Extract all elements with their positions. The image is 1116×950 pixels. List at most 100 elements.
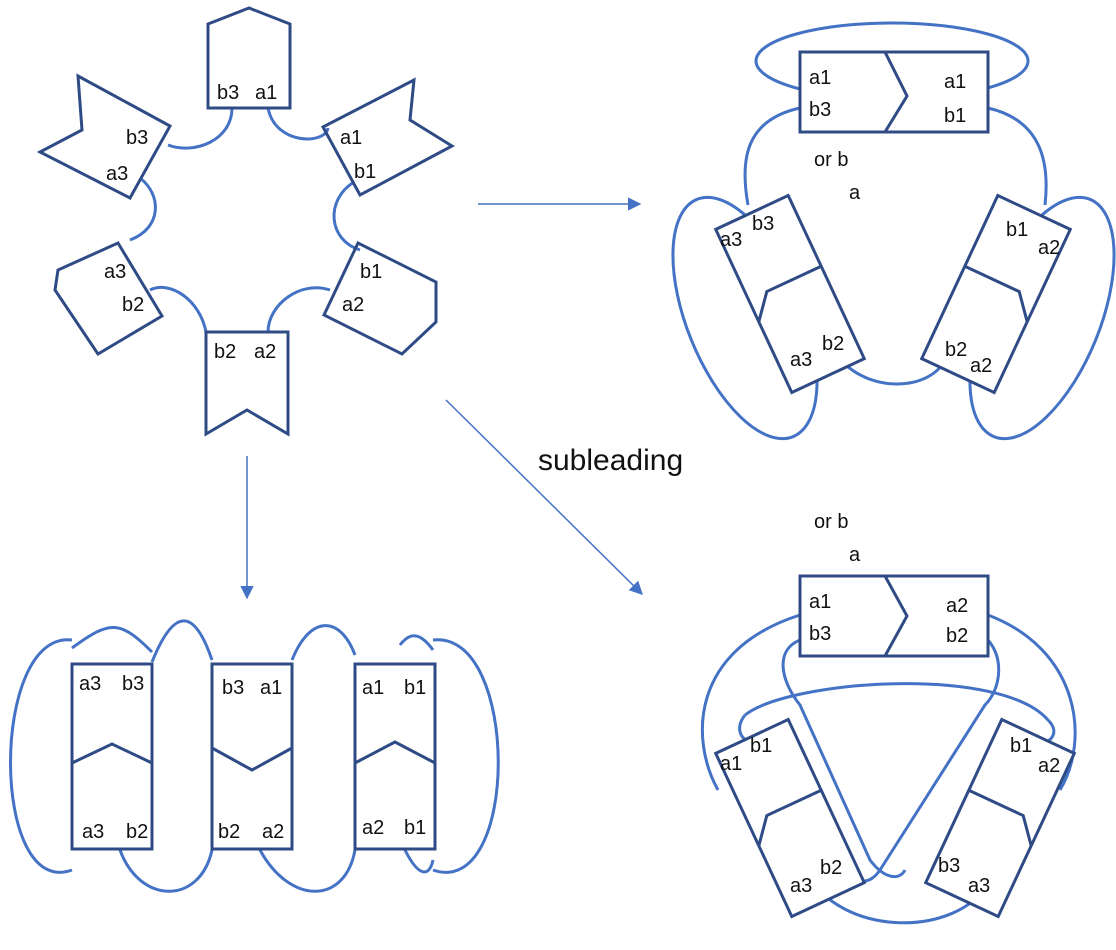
hex-ul-b: b3 bbox=[126, 127, 148, 149]
chain1-b3: b3 bbox=[122, 673, 144, 695]
sub-right-box bbox=[923, 717, 1077, 919]
chain2-b2: b2 bbox=[218, 821, 240, 843]
chain3-a2: a2 bbox=[362, 817, 384, 839]
hex-bottom-right: a2 bbox=[254, 341, 276, 363]
connector-upperright-lowerright bbox=[332, 180, 361, 252]
sub-top-a2: a2 bbox=[946, 595, 968, 617]
hexagon-pieces bbox=[36, 6, 456, 437]
chain3-b1: b1 bbox=[404, 677, 426, 699]
chain-diagram: a3 b3 a3 b2 b3 a1 b2 a2 a1 b1 a2 b1 bbox=[9, 619, 500, 893]
lead-top-a1: a1 bbox=[809, 67, 831, 89]
hex-bottom-left: b2 bbox=[214, 341, 236, 363]
subleading-orb-label: or b a bbox=[814, 511, 861, 566]
lead-top-b1r: b1 bbox=[944, 105, 966, 127]
subleading-diagram: or b a a1 b3 bbox=[700, 511, 1077, 925]
sub-left-b1: b1 bbox=[750, 735, 772, 757]
arrow-to-bottom-right bbox=[445, 399, 643, 595]
lead-left-a3: a3 bbox=[720, 229, 742, 251]
connector-top-upperright bbox=[266, 107, 330, 141]
lead-left-b2: b2 bbox=[822, 333, 844, 355]
arc-top-2 bbox=[150, 619, 214, 663]
arc-bottom-2 bbox=[258, 849, 357, 893]
hex-ur-a: a1 bbox=[340, 127, 362, 149]
arc-bottom-3 bbox=[403, 849, 435, 874]
piece-upper-left bbox=[36, 73, 173, 200]
sub-right-a3: a3 bbox=[968, 875, 990, 897]
loop-cross-bar bbox=[744, 682, 1050, 721]
sub-right-b3: b3 bbox=[938, 855, 960, 877]
lead-right-b2: b2 bbox=[945, 339, 967, 361]
hex-ll-b: b2 bbox=[122, 294, 144, 316]
sub-right-b1: b1 bbox=[1010, 735, 1032, 757]
hex-top-right: a1 bbox=[255, 82, 277, 104]
loop-outer-right bbox=[432, 638, 500, 874]
chain-boxes bbox=[70, 662, 437, 851]
chain2-a1: a1 bbox=[260, 677, 282, 699]
arc-bottom-1 bbox=[118, 849, 214, 893]
leading-boxes bbox=[713, 50, 1073, 395]
hex-ul-a: a3 bbox=[106, 163, 128, 185]
sub-a: a bbox=[849, 544, 861, 566]
lead-center-a: a bbox=[849, 182, 861, 204]
loop-inner-a bbox=[781, 638, 907, 879]
lead-top-a1r: a1 bbox=[944, 71, 966, 93]
sub-top-box bbox=[798, 574, 990, 658]
hex-top-left: b3 bbox=[217, 82, 239, 104]
sub-left-a3: a3 bbox=[790, 875, 812, 897]
sub-top-b3: b3 bbox=[809, 623, 831, 645]
connector-bottom-lowerleft bbox=[149, 285, 208, 333]
leading-left-box bbox=[713, 193, 867, 395]
chain-loops bbox=[9, 619, 500, 893]
subleading-caption: subleading bbox=[538, 444, 683, 477]
loop-outer-left bbox=[9, 638, 73, 874]
chain-box-3 bbox=[353, 662, 437, 851]
leading-right-box bbox=[919, 193, 1073, 395]
piece-top bbox=[206, 6, 292, 110]
lead-right-a2b: a2 bbox=[970, 355, 992, 377]
chain3-b1b: b1 bbox=[404, 817, 426, 839]
sub-left-box bbox=[713, 717, 867, 919]
piece-lower-right bbox=[322, 240, 438, 356]
chain2-b3: b3 bbox=[222, 677, 244, 699]
lead-center-orb: or b bbox=[814, 149, 848, 171]
sub-left-a1: a1 bbox=[720, 753, 742, 775]
leading-labels: a1 b3 a1 b1 or b a a3 b3 a3 b2 b1 a2 b2 … bbox=[720, 67, 1060, 377]
hex-ur-b: b1 bbox=[354, 161, 376, 183]
lead-left-a3b: a3 bbox=[790, 349, 812, 371]
hexagon-connectors bbox=[129, 107, 361, 333]
lead-left-b3: b3 bbox=[752, 213, 774, 235]
subleading-boxes bbox=[713, 574, 1077, 919]
subleading-labels: a1 b3 a2 b2 a1 b1 a3 b2 b1 a2 b3 a3 bbox=[720, 591, 1060, 897]
arrows bbox=[240, 197, 643, 600]
hex-lr-b: a2 bbox=[342, 294, 364, 316]
chain1-a3b: a3 bbox=[82, 821, 104, 843]
sub-top-b2: b2 bbox=[946, 625, 968, 647]
sub-orb: or b bbox=[814, 511, 848, 533]
hex-ll-a: a3 bbox=[104, 261, 126, 283]
lead-right-a2: a2 bbox=[1038, 237, 1060, 259]
arc-top-4 bbox=[398, 634, 435, 651]
sub-right-a2: a2 bbox=[1038, 755, 1060, 777]
leading-top-box bbox=[798, 50, 990, 134]
hexagon-labels: b3 a1 a1 b1 b1 a2 b2 a2 a3 b2 b3 a3 bbox=[104, 82, 382, 363]
chain-box-1 bbox=[70, 662, 154, 851]
leading-diagram: a1 b3 a1 b1 or b a a3 b3 a3 b2 b1 a2 b2 … bbox=[671, 21, 1116, 441]
chain1-a3: a3 bbox=[79, 673, 101, 695]
piece-lower-left bbox=[53, 241, 165, 357]
piece-bottom bbox=[204, 330, 290, 437]
connector-upperleft-top bbox=[167, 107, 234, 150]
sub-left-b2: b2 bbox=[820, 857, 842, 879]
lead-right-b1: b1 bbox=[1006, 219, 1028, 241]
connector-lowerleft-upperleft bbox=[129, 176, 157, 242]
lead-top-b3: b3 bbox=[809, 99, 831, 121]
loop-central bbox=[743, 106, 1048, 386]
chain-box-2 bbox=[210, 662, 294, 851]
arc-top-1 bbox=[71, 626, 154, 654]
piece-upper-right bbox=[320, 77, 456, 198]
hexagon-group: b3 a1 a1 b1 b1 a2 b2 a2 a3 b2 b3 a3 bbox=[36, 6, 456, 437]
chain3-a1: a1 bbox=[362, 677, 384, 699]
chain1-b2: b2 bbox=[126, 821, 148, 843]
hex-lr-a: b1 bbox=[360, 261, 382, 283]
